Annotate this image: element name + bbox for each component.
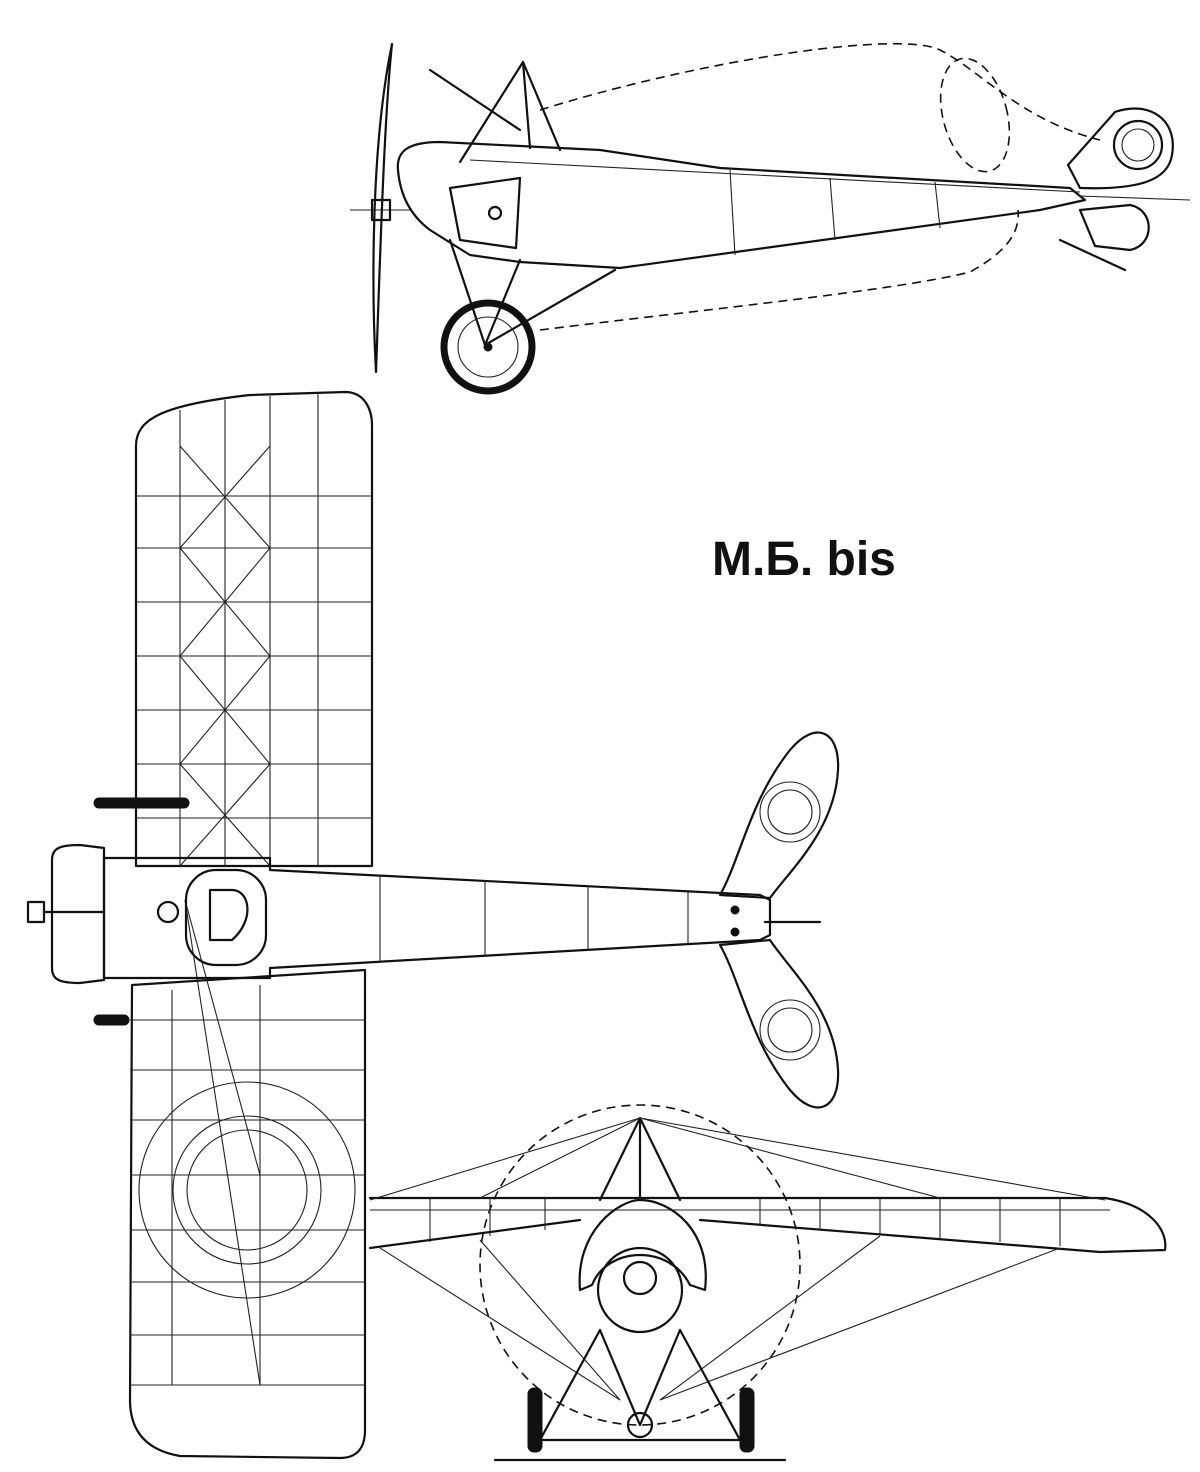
top-roundel-inner bbox=[172, 1115, 322, 1265]
top-cockpit bbox=[184, 868, 268, 967]
side-view bbox=[350, 42, 1191, 395]
top-wing-left bbox=[134, 390, 374, 868]
top-view bbox=[26, 390, 840, 1460]
side-elevator bbox=[1078, 203, 1150, 252]
side-wheel bbox=[440, 299, 536, 395]
side-propeller bbox=[372, 42, 394, 374]
side-wing-dashed bbox=[539, 43, 1101, 141]
top-roundel-outer bbox=[138, 1081, 356, 1299]
front-wing-ribs bbox=[429, 1198, 1061, 1246]
top-wing-right bbox=[128, 968, 367, 1460]
aircraft-designation-title: М.Б. bis bbox=[712, 533, 896, 586]
front-engine bbox=[596, 1246, 684, 1334]
top-wing-right-ribs bbox=[130, 899, 365, 1386]
top-wing-left-ribs bbox=[136, 394, 372, 867]
side-access-panel bbox=[448, 176, 522, 250]
front-view bbox=[368, 1104, 1167, 1462]
front-wheel-left bbox=[527, 1387, 543, 1453]
front-cowl bbox=[578, 1198, 707, 1292]
front-wing bbox=[368, 1196, 1167, 1254]
front-bracing-wires bbox=[369, 1117, 1106, 1401]
front-gear bbox=[538, 1328, 742, 1442]
top-tailplane-lower bbox=[718, 938, 840, 1109]
front-wheel-right bbox=[739, 1387, 755, 1453]
top-tailplane-upper bbox=[718, 731, 840, 900]
front-propeller-disc bbox=[479, 1104, 801, 1426]
front-cabane bbox=[598, 1116, 682, 1202]
top-fuselage bbox=[102, 856, 772, 980]
side-fuselage bbox=[396, 140, 1087, 270]
side-rudder bbox=[1066, 107, 1174, 190]
top-cowl bbox=[50, 843, 106, 985]
